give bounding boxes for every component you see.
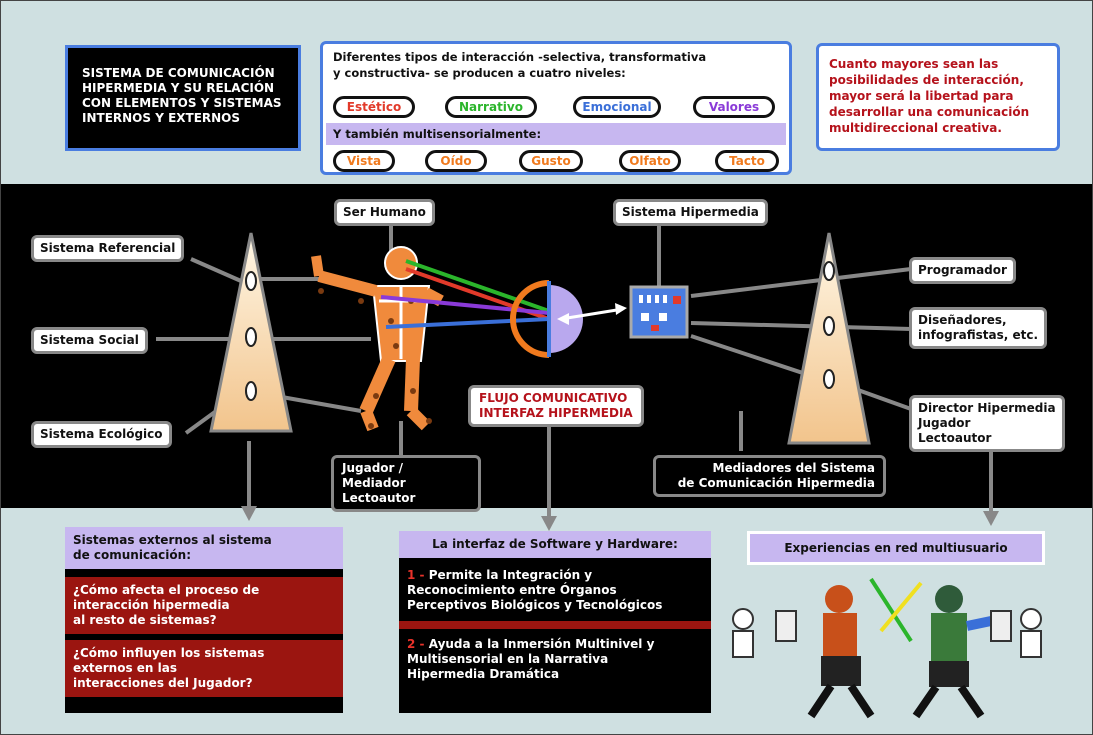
ser-humano-label: Ser Humano	[334, 199, 435, 226]
point-line: Reconocimiento entre Órganos	[407, 583, 617, 597]
question-2: ¿Cómo influyen los sistemas externos en …	[65, 640, 343, 697]
level-pill: Valores	[693, 96, 775, 118]
jugador-mediador-label: Jugador / Mediador Lectoautor	[331, 455, 481, 512]
sense-pill: Oído	[425, 150, 487, 172]
point-line: Multisensorial en la Narrativa	[407, 652, 609, 666]
quote-line: multidireccional creativa.	[829, 121, 1002, 135]
double-arrow-icon	[560, 307, 624, 321]
interface-point-2: 2 - Ayuda a la Inmersión Multinivel y Mu…	[399, 631, 711, 688]
sense-pill: Olfato	[619, 150, 681, 172]
point-line: Permite la Integración y	[428, 568, 593, 582]
eye-icon	[510, 280, 583, 358]
mediadores-line: Mediadores del Sistema	[712, 461, 876, 475]
interaction-levels-box: Diferentes tipos de interacción -selecti…	[320, 41, 792, 175]
director-line: Jugador	[918, 416, 971, 430]
disenadores-label: Diseñadores, infografistas, etc.	[909, 307, 1048, 349]
point-number: 1 -	[407, 568, 425, 582]
level-pill: Emocional	[573, 96, 661, 118]
question-line: al resto de sistemas?	[73, 613, 217, 627]
question-line: externos en las	[73, 661, 177, 675]
flujo-comunicativo-label: FLUJO COMUNICATIVO INTERFAZ HIPERMEDIA	[468, 385, 644, 427]
quote-box: Cuanto mayores sean las posibilidades de…	[816, 43, 1060, 151]
external-systems-panel: Sistemas externos al sistema de comunica…	[65, 527, 343, 713]
chip-icon	[629, 285, 689, 339]
interface-panel: La interfaz de Software y Hardware: 1 - …	[399, 531, 711, 713]
multisensory-band	[326, 123, 786, 145]
point-line: Perceptivos Biológicos y Tecnológicos	[407, 598, 663, 612]
interface-head: La interfaz de Software y Hardware:	[399, 531, 711, 558]
quote-line: Cuanto mayores sean las	[829, 57, 999, 71]
disenadores-line: infografistas, etc.	[918, 328, 1039, 342]
sistema-social-label: Sistema Social	[31, 327, 148, 354]
point-number: 2 -	[407, 637, 425, 651]
sense-pill: Vista	[333, 150, 395, 172]
interaction-text: Diferentes tipos de interacción -selecti…	[333, 50, 707, 64]
panel-head-line: Sistemas externos al sistema	[73, 533, 272, 547]
panel-head-line: de comunicación:	[73, 548, 191, 562]
multisensory-label: Y también multisensorialmente:	[333, 127, 542, 141]
question-line: ¿Cómo afecta el proceso de	[73, 583, 260, 597]
point-line: Ayuda a la Inmersión Multinivel y	[428, 637, 655, 651]
disenadores-line: Diseñadores,	[918, 313, 1007, 327]
mediadores-line: de Comunicación Hipermedia	[677, 476, 875, 490]
divider	[399, 621, 711, 629]
question-line: ¿Cómo influyen los sistemas	[73, 646, 265, 660]
flujo-line: INTERFAZ HIPERMEDIA	[479, 406, 633, 420]
sense-pill: Tacto	[715, 150, 779, 172]
question-line: interacciones del Jugador?	[73, 676, 253, 690]
programador-label: Programador	[909, 257, 1016, 284]
quote-line: desarrollar una comunicación	[829, 105, 1030, 119]
multiuser-head: Experiencias en red multiusuario	[747, 531, 1045, 565]
level-pill: Narrativo	[445, 96, 537, 118]
question-line: interacción hipermedia	[73, 598, 230, 612]
interface-point-1: 1 - Permite la Integración y Reconocimie…	[399, 562, 711, 619]
jugador-line: Lectoautor	[342, 491, 416, 505]
interaction-rays	[380, 259, 550, 329]
sense-pill: Gusto	[519, 150, 583, 172]
interaction-text: y constructiva- se producen a cuatro niv…	[333, 66, 626, 80]
external-systems-head: Sistemas externos al sistema de comunica…	[65, 527, 343, 569]
point-line: Hipermedia Dramática	[407, 667, 560, 681]
quote-line: mayor será la libertad para	[829, 89, 1014, 103]
title-box: SISTEMA DE COMUNICACIÓN HIPERMEDIA Y SU …	[65, 45, 301, 151]
right-pyramid	[787, 232, 871, 445]
question-1: ¿Cómo afecta el proceso de interacción h…	[65, 577, 343, 634]
flujo-line: FLUJO COMUNICATIVO	[479, 391, 628, 405]
title-line: CON ELEMENTOS Y SISTEMAS	[82, 96, 282, 110]
fencers-illustration	[732, 577, 1042, 719]
sistema-referencial-label: Sistema Referencial	[31, 235, 185, 262]
sistema-ecologico-label: Sistema Ecológico	[31, 421, 172, 448]
quote-line: posibilidades de interacción,	[829, 73, 1024, 87]
director-line: Director Hipermedia	[918, 401, 1056, 415]
title-line: INTERNOS Y EXTERNOS	[82, 111, 241, 125]
sistema-hipermedia-label: Sistema Hipermedia	[613, 199, 768, 226]
title-line: SISTEMA DE COMUNICACIÓN	[82, 66, 275, 80]
director-label: Director Hipermedia Jugador Lectoautor	[909, 395, 1065, 452]
mediadores-label: Mediadores del Sistema de Comunicación H…	[653, 455, 886, 497]
title-line: HIPERMEDIA Y SU RELACIÓN	[82, 81, 275, 95]
director-line: Lectoautor	[918, 431, 992, 445]
jugador-line: Jugador / Mediador	[342, 461, 406, 490]
level-pill: Estético	[333, 96, 415, 118]
